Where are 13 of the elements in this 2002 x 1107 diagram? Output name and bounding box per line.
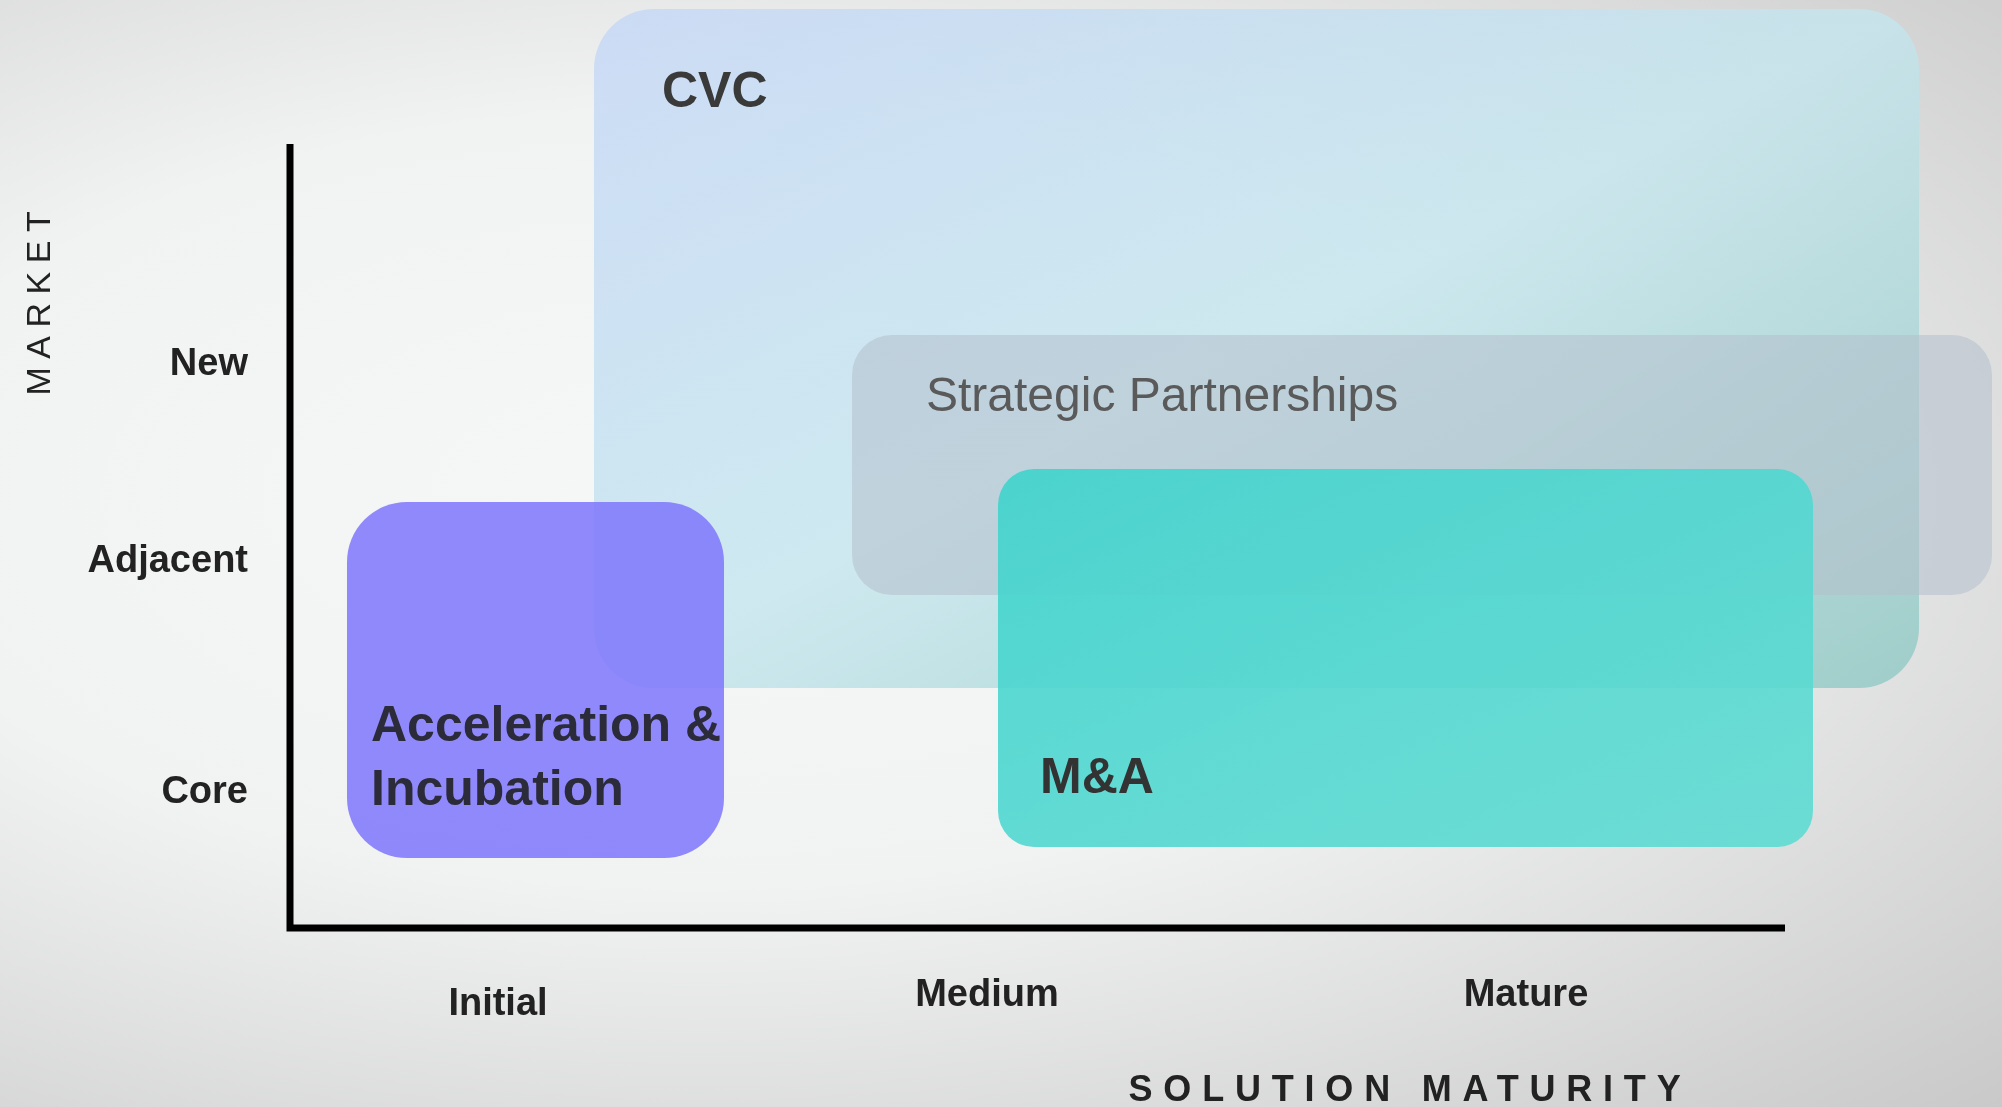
ma-region: [998, 469, 1813, 847]
axis-tick-label: Initial: [447, 980, 549, 1025]
acceleration-region: [347, 502, 724, 858]
axis-tick-label: Core: [160, 768, 248, 813]
region-label: Strategic Partnerships: [926, 367, 1399, 423]
axis-tick-label: New: [168, 340, 248, 385]
region-label: CVC: [662, 65, 768, 115]
axis-tick-label: Medium: [914, 971, 1060, 1016]
axis-tick-label: Mature: [1462, 971, 1590, 1016]
region-label: Acceleration & Incubation: [371, 695, 723, 818]
axis-title: SOLUTION MATURITY: [1127, 1067, 1693, 1107]
region-label: M&A: [1040, 751, 1154, 801]
axis-tick-label: Adjacent: [86, 537, 248, 582]
